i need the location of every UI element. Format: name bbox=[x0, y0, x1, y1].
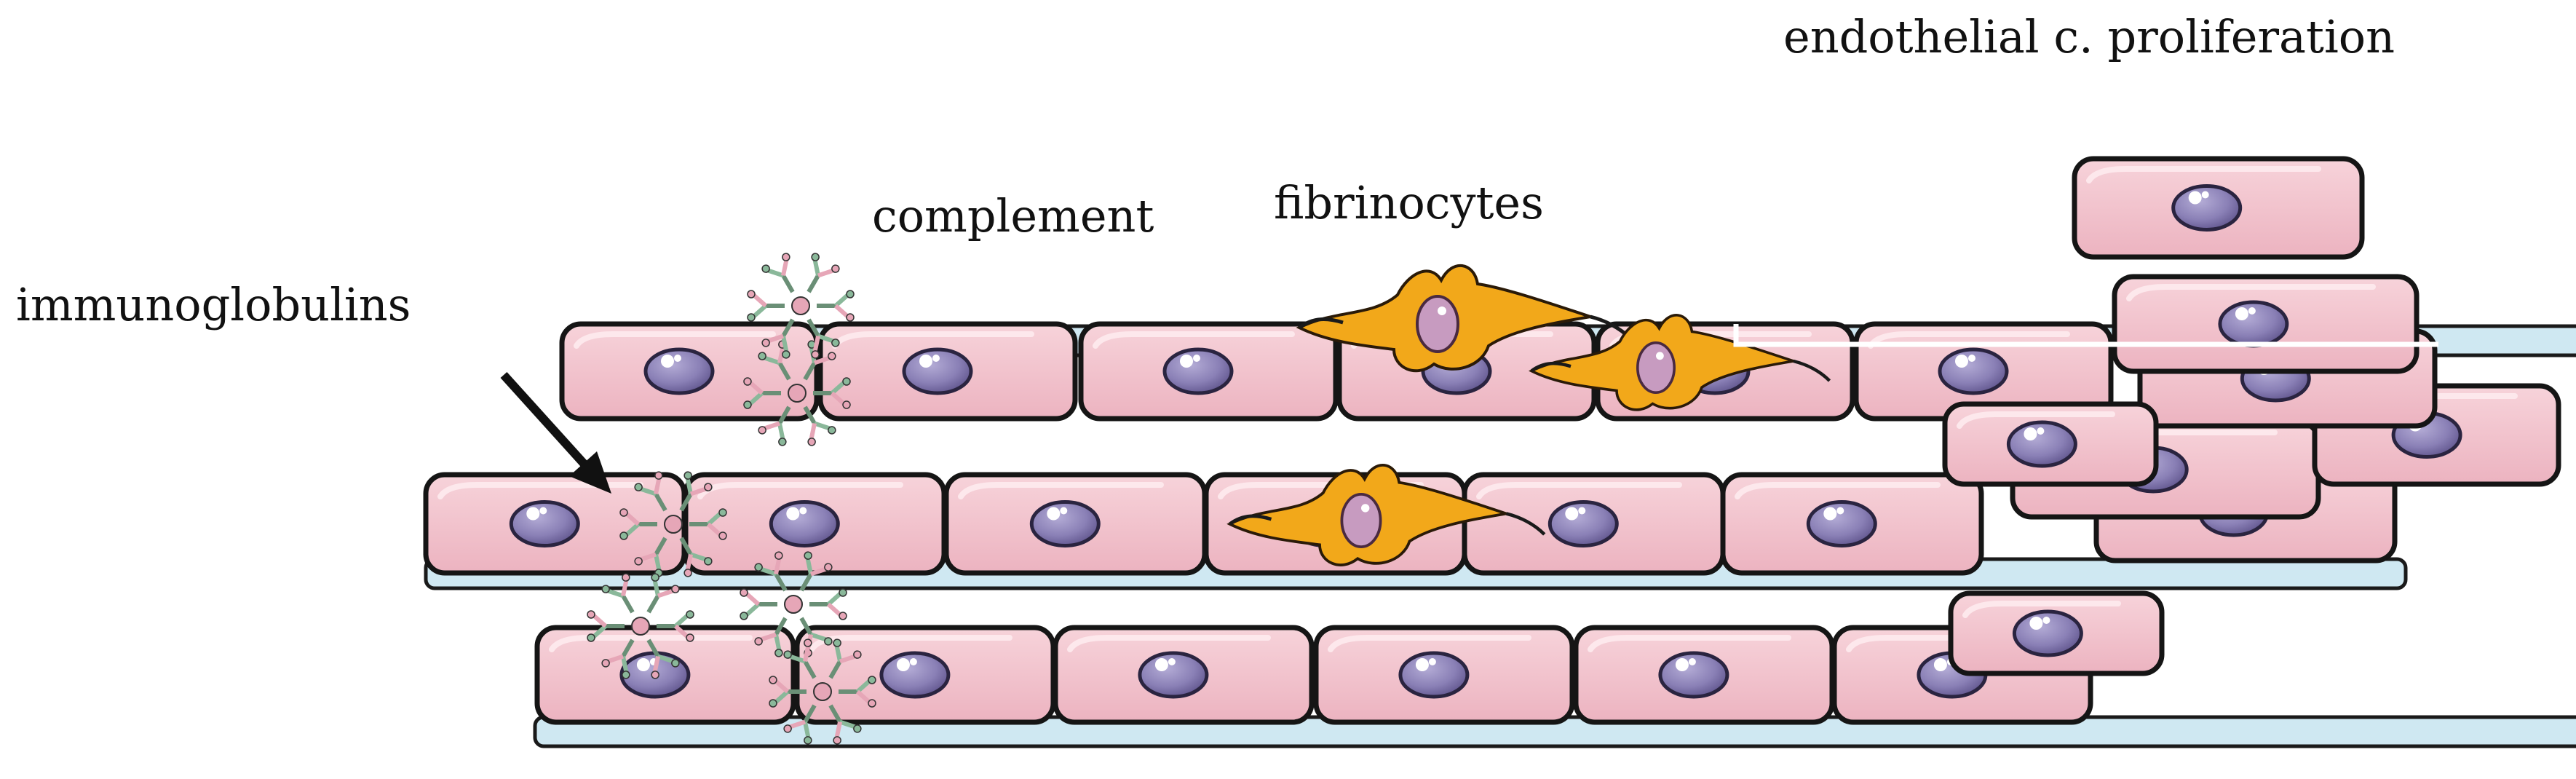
endothelial-cell-icon bbox=[1853, 321, 2114, 422]
endothelial-cell-icon bbox=[559, 321, 820, 422]
immunoglobulin-icon bbox=[601, 573, 635, 614]
complement-node bbox=[788, 384, 807, 403]
nucleus-icon bbox=[643, 347, 715, 395]
immunoglobulin-icon bbox=[689, 508, 727, 540]
fibrinocyte-icon bbox=[1296, 264, 1632, 373]
endothelial-cell-icon bbox=[2112, 274, 2420, 374]
fibrinocytes-group bbox=[1226, 264, 1831, 566]
endothelial-cell-icon bbox=[1313, 625, 1575, 725]
complement-node bbox=[813, 682, 832, 701]
nucleus-icon bbox=[1138, 651, 1209, 699]
immunoglobulin-icon bbox=[817, 290, 855, 322]
nucleus-icon bbox=[509, 500, 580, 547]
endothelial-cell-icon bbox=[794, 625, 1056, 725]
immunoglobulin-icon bbox=[754, 551, 788, 592]
nucleus-icon bbox=[769, 500, 840, 547]
immunoglobulin-icon bbox=[799, 551, 833, 592]
endothelial-cell-icon bbox=[1078, 321, 1339, 422]
immunoglobulin-icon bbox=[783, 704, 817, 745]
label-fibrinocytes: fibrinocytes bbox=[1274, 176, 1544, 229]
fibrinocyte-icon bbox=[1528, 314, 1831, 411]
complement-node bbox=[631, 617, 650, 636]
immunoglobulin-icon bbox=[828, 638, 862, 679]
immunoglobulin-icon bbox=[747, 290, 785, 322]
nucleus-icon bbox=[1398, 651, 1470, 699]
immunoglobulin-icon bbox=[740, 588, 777, 620]
nucleus-icon bbox=[1938, 347, 2009, 395]
immunoglobulin-icon bbox=[634, 471, 667, 512]
nucleus-icon bbox=[1029, 500, 1101, 547]
nucleus-icon bbox=[1658, 651, 1729, 699]
nucleus-icon bbox=[1806, 500, 1877, 547]
immunoglobulin-icon bbox=[769, 676, 807, 708]
complement-node bbox=[664, 515, 683, 534]
immunoglobulin-icon bbox=[807, 253, 840, 293]
immunoglobulin-icon bbox=[679, 537, 713, 577]
arrow-icon bbox=[500, 371, 611, 494]
immunoglobulin-icon bbox=[646, 638, 680, 679]
fibrinocyte-icon bbox=[1226, 464, 1546, 566]
marker-line bbox=[1733, 324, 2438, 347]
immunoglobulin-icon bbox=[809, 588, 847, 620]
nucleus-icon bbox=[902, 347, 973, 395]
immunoglobulin-icon bbox=[743, 377, 781, 409]
label-endothelial-proliferation: endothelial c. proliferation bbox=[1783, 10, 2395, 63]
immunoglobulin-icon bbox=[783, 638, 817, 679]
endothelial-cell-icon bbox=[1053, 625, 1315, 725]
endothelial-cell-icon bbox=[817, 321, 1078, 422]
endothelial-cell-icon bbox=[1720, 472, 1984, 576]
nucleus-icon bbox=[1162, 347, 1234, 395]
immunoglobulin-icon bbox=[758, 406, 791, 446]
immunoglobulin-icon bbox=[828, 704, 862, 745]
immunoglobulin-icon bbox=[754, 617, 788, 657]
endothelial-cell-icon bbox=[2072, 156, 2365, 260]
nucleus-icon bbox=[2218, 300, 2289, 348]
immunoglobulin-icon bbox=[761, 253, 795, 293]
label-immunoglobulins: immunoglobulins bbox=[16, 278, 411, 331]
nucleus-icon bbox=[879, 651, 951, 699]
endothelial-cell-icon bbox=[1573, 625, 1835, 725]
complement-node bbox=[791, 296, 810, 315]
immunoglobulin-icon bbox=[813, 377, 851, 409]
immunoglobulin-icon bbox=[679, 471, 713, 512]
cell-layer bbox=[423, 156, 2561, 725]
immunoglobulin-icon bbox=[619, 508, 657, 540]
endothelial-cell-icon bbox=[1462, 472, 1726, 576]
immunoglobulin-icon bbox=[839, 676, 876, 708]
nucleus-icon bbox=[1547, 500, 1619, 547]
immunoglobulin-icon bbox=[646, 573, 680, 614]
nucleus-icon bbox=[2171, 184, 2243, 232]
immunoglobulins-group bbox=[587, 253, 876, 745]
immunoglobulin-icon bbox=[657, 610, 694, 642]
immunoglobulin-icon bbox=[587, 610, 625, 642]
endothelial-cell-icon bbox=[943, 472, 1208, 576]
endothelial-cell-icon bbox=[1942, 401, 2159, 487]
immunoglobulin-icon bbox=[601, 638, 635, 679]
label-complement: complement bbox=[872, 189, 1154, 242]
nucleus-icon bbox=[2006, 420, 2077, 468]
nucleus-icon bbox=[2012, 609, 2083, 657]
immunoglobulin-icon bbox=[761, 318, 795, 359]
endothelial-cell-icon bbox=[1948, 590, 2165, 676]
complement-node bbox=[784, 595, 803, 614]
immunoglobulin-icon bbox=[803, 406, 836, 446]
immunoglobulin-icon bbox=[807, 318, 840, 359]
endothelial-cell-icon bbox=[683, 472, 947, 576]
